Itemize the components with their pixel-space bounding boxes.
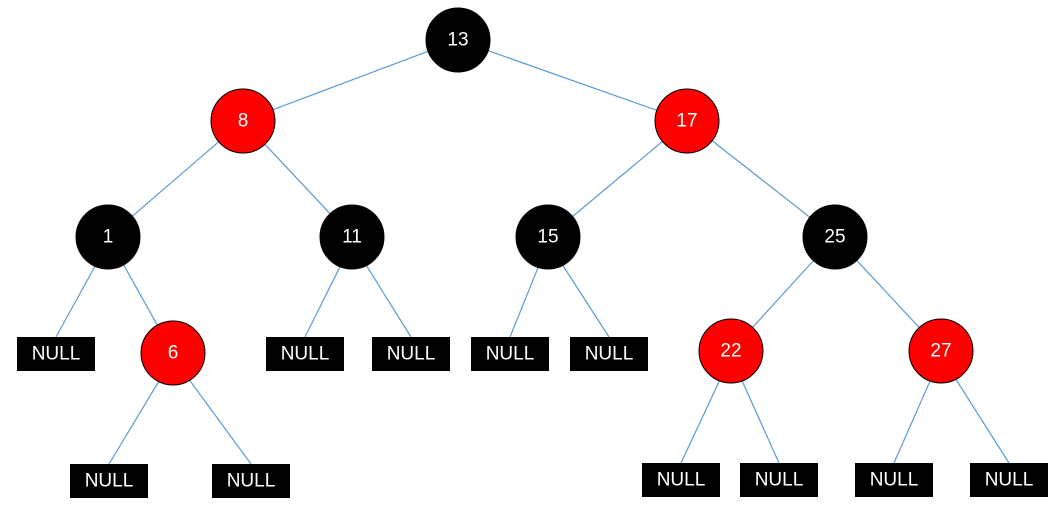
null-box	[372, 337, 450, 371]
black-node-circle	[75, 204, 141, 270]
edge-n17-to-n25	[711, 140, 811, 218]
red-node-circle	[210, 88, 276, 154]
edge-n25-to-n27	[856, 260, 920, 328]
edge-n11-to-null-11-right	[365, 265, 412, 338]
tree-node-15: 15	[515, 204, 581, 270]
edge-n22-to-null-22-left	[680, 380, 720, 464]
null-leaf-null-6-left: NULL	[70, 464, 148, 498]
black-node-circle	[319, 204, 385, 270]
node-value-label: 1	[103, 227, 114, 248]
tree-node-22: 22	[698, 318, 764, 384]
null-box	[266, 337, 344, 371]
edge-n27-to-null-27-right	[955, 378, 1010, 464]
node-value-label: 25	[824, 227, 845, 248]
null-label: NULL	[85, 471, 134, 492]
edge-n6-to-null-6-left	[108, 381, 160, 465]
edge-n1-to-n6	[123, 264, 158, 326]
null-leaf-null-22-left: NULL	[642, 463, 720, 497]
edge-n11-to-null-11-left	[304, 266, 341, 338]
null-label: NULL	[985, 470, 1034, 491]
null-box	[570, 337, 648, 371]
null-label: NULL	[281, 344, 330, 365]
tree-node-17: 17	[654, 88, 720, 154]
null-box	[212, 464, 290, 498]
null-label: NULL	[227, 471, 276, 492]
edge-n1-to-null-1-left	[55, 265, 96, 338]
null-box	[471, 337, 549, 371]
edge-n13-to-n8	[272, 50, 429, 111]
null-label: NULL	[870, 470, 919, 491]
red-node-circle	[140, 320, 206, 386]
null-leaf-null-1-left: NULL	[17, 337, 95, 371]
tree-node-11: 11	[319, 204, 385, 270]
edge-n22-to-null-22-right	[741, 380, 780, 464]
null-leaf-null-11-left: NULL	[266, 337, 344, 371]
edge-n17-to-n15	[572, 141, 663, 217]
null-box	[70, 464, 148, 498]
black-node-circle	[515, 204, 581, 270]
black-node-circle	[425, 7, 491, 73]
node-value-label: 11	[342, 227, 362, 248]
node-value-label: 13	[447, 30, 468, 51]
null-leaf-null-11-right: NULL	[372, 337, 450, 371]
edge-n6-to-null-6-right	[189, 379, 252, 465]
null-leaf-null-6-right: NULL	[212, 464, 290, 498]
tree-edges	[55, 50, 1010, 465]
node-value-label: 17	[676, 111, 697, 132]
null-label: NULL	[585, 344, 634, 365]
edge-n27-to-null-27-left	[893, 380, 931, 464]
red-node-circle	[698, 318, 764, 384]
null-leaf-null-15-left: NULL	[471, 337, 549, 371]
tree-node-25: 25	[802, 204, 868, 270]
tree-node-1: 1	[75, 204, 141, 270]
null-leaf-null-22-right: NULL	[740, 463, 818, 497]
null-label: NULL	[486, 344, 535, 365]
null-label: NULL	[755, 470, 804, 491]
tree-node-13: 13	[425, 7, 491, 73]
null-box	[740, 463, 818, 497]
tree-node-6: 6	[140, 320, 206, 386]
node-value-label: 27	[930, 341, 951, 362]
node-value-label: 8	[238, 111, 249, 132]
edge-n15-to-null-15-left	[509, 267, 539, 338]
null-box	[855, 463, 933, 497]
node-value-label: 22	[720, 341, 741, 362]
red-node-circle	[654, 88, 720, 154]
tree-node-8: 8	[210, 88, 276, 154]
null-label: NULL	[657, 470, 706, 491]
red-node-circle	[908, 318, 974, 384]
edge-n15-to-null-15-right	[562, 265, 610, 338]
black-node-circle	[802, 204, 868, 270]
node-value-label: 6	[168, 343, 179, 364]
node-value-label: 15	[537, 227, 558, 248]
null-label: NULL	[32, 344, 81, 365]
null-leaf-null-27-left: NULL	[855, 463, 933, 497]
edge-n25-to-n22	[752, 260, 814, 328]
null-box	[642, 463, 720, 497]
edge-n13-to-n17	[487, 50, 658, 111]
edge-n8-to-n11	[264, 143, 331, 215]
null-box	[970, 463, 1048, 497]
tree-node-27: 27	[908, 318, 974, 384]
null-leaf-null-27-right: NULL	[970, 463, 1048, 497]
null-leaf-null-15-right: NULL	[570, 337, 648, 371]
edge-n8-to-n1	[131, 141, 220, 217]
null-label: NULL	[387, 344, 436, 365]
null-box	[17, 337, 95, 371]
